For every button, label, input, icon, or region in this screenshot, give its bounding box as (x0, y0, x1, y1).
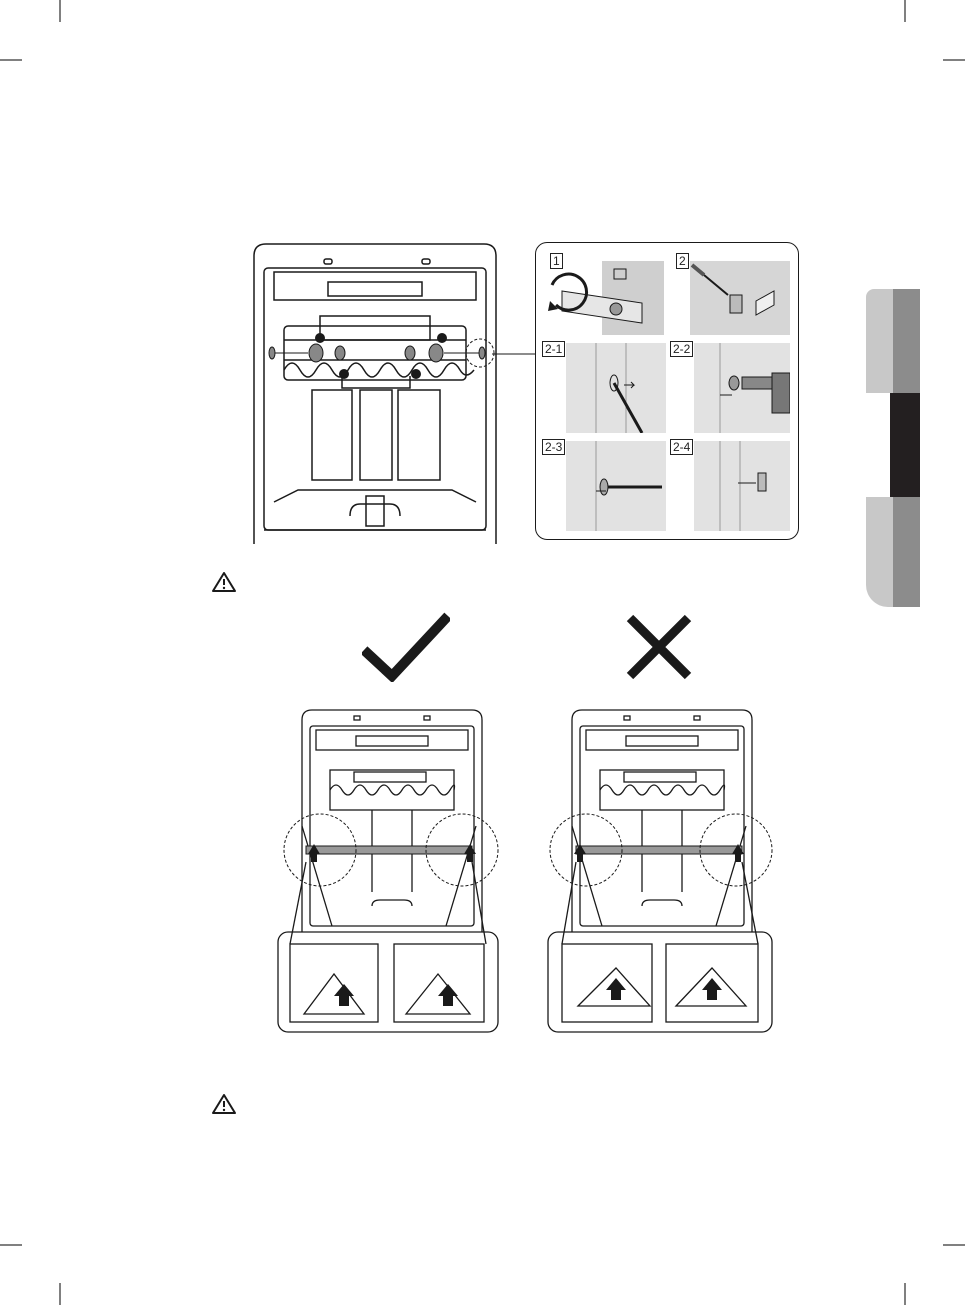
chapter-tab-bottom-stripe (893, 497, 920, 607)
step-label-2-1: 2-1 (542, 341, 565, 357)
chapter-tab-active (890, 393, 920, 497)
step-label-2: 2 (676, 253, 689, 269)
warning-triangle-icon (211, 1093, 237, 1115)
step-2-1-image (566, 343, 666, 433)
cross-icon (626, 614, 692, 680)
dishwasher-front-diagram (250, 240, 500, 546)
warning-triangle-icon (211, 571, 237, 593)
correct-level-diagram (276, 706, 502, 1036)
step-2-image (670, 261, 790, 335)
chapter-tab (866, 289, 920, 607)
step-label-1: 1 (550, 253, 563, 269)
installation-steps-panel: 1 2 2-1 2-2 (535, 242, 799, 540)
step-2-3-image (566, 441, 666, 531)
step-label-2-3: 2-3 (542, 439, 565, 455)
step-label-2-4: 2-4 (670, 439, 693, 455)
incorrect-level-diagram (546, 706, 776, 1036)
checkmark-icon (362, 612, 450, 682)
step-2-4-image (694, 441, 790, 531)
step-1-image (542, 261, 664, 335)
step-label-2-2: 2-2 (670, 341, 693, 357)
chapter-tab-top-stripe (893, 289, 920, 393)
step-2-2-image (694, 343, 790, 433)
